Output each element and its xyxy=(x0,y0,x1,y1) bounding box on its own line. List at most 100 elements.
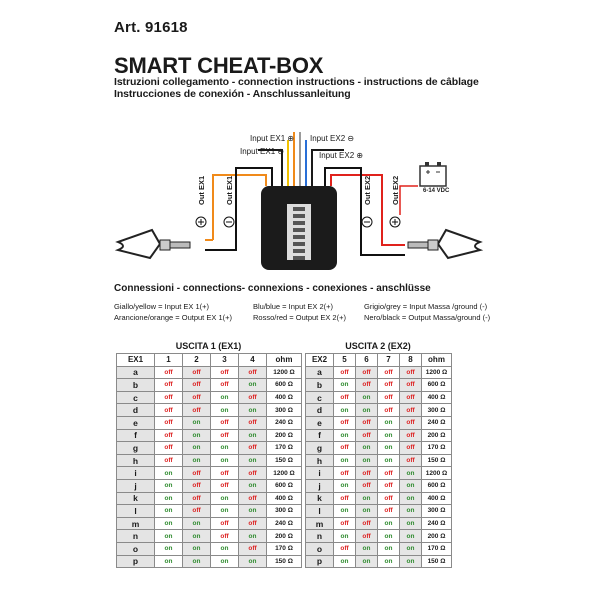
switch-state: on xyxy=(399,504,422,518)
switch-state: off xyxy=(399,453,422,468)
left-indicator-light xyxy=(114,228,162,260)
ohm-value: 150 Ω xyxy=(421,453,452,468)
switch-state: on xyxy=(238,403,267,417)
wire-out-ex1-plus xyxy=(212,174,267,240)
ohm-value: 150 Ω xyxy=(266,554,302,569)
switch-state: on xyxy=(154,504,183,518)
switch-state: off xyxy=(355,529,378,543)
ohm-value: 600 Ω xyxy=(421,378,452,392)
wire-out-ex1-minus xyxy=(205,167,273,251)
switch-state: off xyxy=(238,516,267,531)
switch-state: off xyxy=(238,491,267,506)
switch-state: on xyxy=(210,403,239,417)
ohm-value: 600 Ω xyxy=(266,478,302,493)
switch-state: off xyxy=(154,453,183,468)
connection-grey: Grigio/grey = Input Massa /ground (-) xyxy=(364,302,488,311)
switch-state: off xyxy=(182,403,211,417)
switch-state: on xyxy=(377,441,400,455)
ohm-value: 400 Ω xyxy=(421,390,452,405)
connection-yellow: Giallo/yellow = Input EX 1(+) xyxy=(114,302,210,311)
switch-state: off xyxy=(210,428,239,443)
switch-state: on xyxy=(182,415,211,430)
switch-state: on xyxy=(355,504,378,518)
switch-state: on xyxy=(355,390,378,405)
switch-state: on xyxy=(377,453,400,468)
subtitle-line-2: Instrucciones de conexión - Anschlussanl… xyxy=(114,88,351,100)
switch-state: on xyxy=(377,541,400,556)
label-out-ex1-minus: Out EX1 xyxy=(225,175,234,205)
switch-state: on xyxy=(238,529,267,543)
switch-state: on xyxy=(238,428,267,443)
switch-state: on xyxy=(399,516,422,531)
switch-state: on xyxy=(210,453,239,468)
wire-out-ex2-minus xyxy=(324,167,405,256)
switch-state: off xyxy=(154,428,183,443)
wire-input-ex2-minus xyxy=(311,149,344,186)
row-key: c xyxy=(116,390,155,405)
switch-state: off xyxy=(355,466,378,480)
switch-state: off xyxy=(333,415,356,430)
switch-state: off xyxy=(238,365,267,380)
row-key: b xyxy=(116,378,155,392)
switch-state: on xyxy=(333,478,356,493)
switch-state: on xyxy=(355,541,378,556)
switch-state: on xyxy=(210,541,239,556)
switch-state: off xyxy=(154,403,183,417)
table-header-cell: 5 xyxy=(333,353,356,367)
wire-input-ex1-minus xyxy=(258,149,283,186)
switch-state: on xyxy=(333,453,356,468)
switch-state: off xyxy=(182,466,211,480)
switch-state: on xyxy=(182,441,211,455)
switch-state: on xyxy=(355,441,378,455)
switch-state: off xyxy=(210,478,239,493)
switch-state: on xyxy=(399,478,422,493)
right-indicator-connector xyxy=(427,239,439,251)
switch-state: off xyxy=(210,529,239,543)
switch-state: off xyxy=(154,415,183,430)
switch-state: off xyxy=(238,415,267,430)
table-header-cell: 3 xyxy=(210,353,239,367)
switch-state: off xyxy=(238,466,267,480)
connection-blue: Blu/blue = Input EX 2(+) xyxy=(253,302,334,311)
switch-state: off xyxy=(333,466,356,480)
switch-state: on xyxy=(238,478,267,493)
switch-state: on xyxy=(154,516,183,531)
switch-state: off xyxy=(355,378,378,392)
switch-state: off xyxy=(355,428,378,443)
switch-state: off xyxy=(355,365,378,380)
table-header-cell: EX2 xyxy=(305,353,334,367)
row-key: n xyxy=(116,529,155,543)
switch-state: off xyxy=(154,365,183,380)
switch-state: off xyxy=(377,378,400,392)
row-key: h xyxy=(116,453,155,468)
ohm-value: 300 Ω xyxy=(266,504,302,518)
ohm-value: 1200 Ω xyxy=(421,466,452,480)
row-key: p xyxy=(305,554,334,569)
dip-switch-toggles xyxy=(293,207,305,260)
switch-state: on xyxy=(210,491,239,506)
switch-state: off xyxy=(333,390,356,405)
left-indicator-connector xyxy=(159,239,171,251)
row-key: g xyxy=(116,441,155,455)
switch-state: off xyxy=(182,491,211,506)
label-out-ex2-minus: Out EX2 xyxy=(363,175,372,205)
row-key: p xyxy=(116,554,155,569)
table1-title: USCITA 1 (EX1) xyxy=(175,341,242,351)
row-key: k xyxy=(116,491,155,506)
switch-state: on xyxy=(182,529,211,543)
switch-state: off xyxy=(154,390,183,405)
switch-state: off xyxy=(399,428,422,443)
